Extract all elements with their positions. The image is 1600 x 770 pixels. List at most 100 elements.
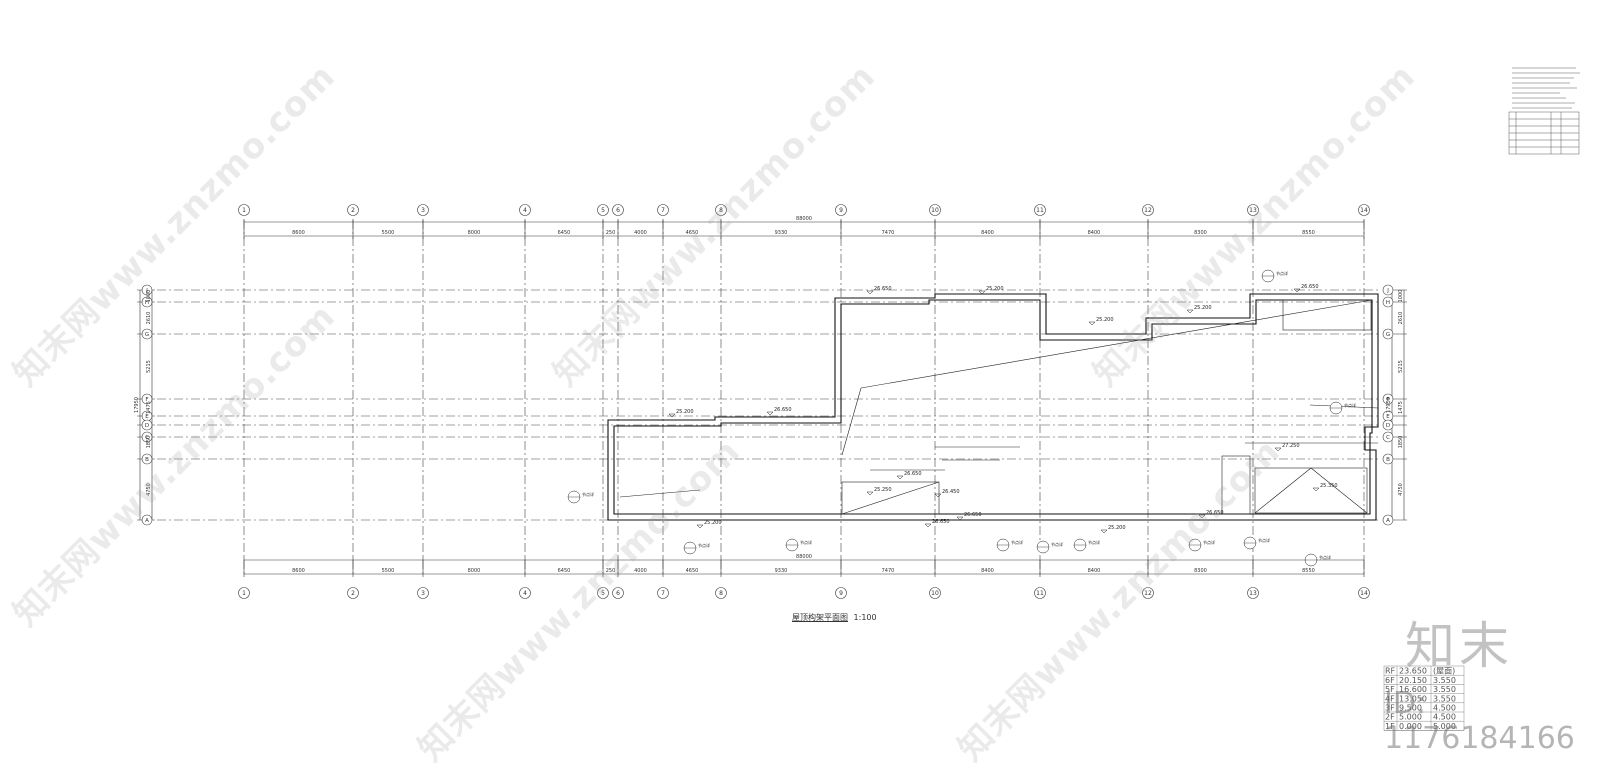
- row-axis-bubble: [1382, 514, 1394, 526]
- row-axis-label: H: [145, 300, 149, 306]
- column-axis-label: 2: [351, 207, 355, 214]
- column-axis-label: 6: [616, 207, 620, 214]
- column-spacing-label: 7470: [882, 230, 895, 236]
- row-axis-label: D: [145, 423, 149, 429]
- row-axis-bubble: [141, 284, 153, 296]
- column-axis-bubble: [519, 204, 531, 216]
- elevation-value: 26.650: [964, 512, 982, 518]
- column-spacing-label: 6450: [558, 230, 571, 236]
- column-spacing-label: 250: [606, 230, 616, 236]
- detail-callout-label: 节点详: [1344, 402, 1356, 408]
- column-axis-label: 4: [523, 590, 527, 597]
- column-spacing-label: 8400: [981, 230, 994, 236]
- row-axis-label: B: [145, 457, 149, 463]
- row-axis-bubble: [141, 296, 153, 308]
- row-spacing-label: 5215: [1398, 360, 1404, 373]
- elevation-value: 25.200: [986, 286, 1004, 292]
- floor-table-floor: 2F: [1385, 713, 1395, 722]
- elevation-triangle: [1312, 487, 1320, 492]
- column-spacing-label: 4650: [686, 230, 699, 236]
- floor-table-elevation: 0.000: [1399, 722, 1422, 731]
- image-id-label: ID: 1176184166: [1384, 686, 1575, 756]
- row-spacing-label: 2610: [1398, 312, 1404, 325]
- column-axis-label: 9: [839, 207, 843, 214]
- row-axis-label: E: [1386, 414, 1390, 420]
- row-axis-bubble: [141, 419, 153, 431]
- column-spacing-label: 5500: [382, 568, 395, 574]
- elevation-triangle: [1186, 309, 1194, 314]
- elevation-triangle: [1293, 288, 1301, 293]
- column-axis-label: 7: [661, 590, 665, 597]
- column-axis-label: 14: [1360, 590, 1368, 597]
- column-axis-label: 4: [523, 207, 527, 214]
- column-axis-label: 8: [719, 590, 723, 597]
- overall-length-label: 88000: [796, 216, 812, 222]
- row-axis-bubble: [141, 431, 153, 443]
- column-spacing-label: 5500: [382, 230, 395, 236]
- detail-callout-label: 节点详: [698, 542, 710, 548]
- row-axis-label: C: [145, 435, 149, 441]
- column-axis-bubble: [715, 204, 727, 216]
- column-axis-bubble: [835, 204, 847, 216]
- row-spacing-label: 1475: [1398, 401, 1404, 414]
- overall-width-label: 17950: [1386, 397, 1392, 413]
- column-axis-label: 6: [616, 590, 620, 597]
- row-axis-label: B: [1386, 457, 1390, 463]
- general-notes-block: [1508, 67, 1580, 155]
- detail-callout-label: 节点详: [1276, 270, 1288, 276]
- column-axis-bubble: [347, 204, 359, 216]
- column-spacing-label: 250: [606, 568, 616, 574]
- elevation-triangle: [866, 290, 874, 295]
- building-outline: [607, 293, 1379, 521]
- elevation-value: 25.200: [676, 409, 694, 415]
- column-axis-label: 14: [1360, 207, 1368, 214]
- floor-table-floor: RF: [1385, 667, 1396, 676]
- elevation-triangle: [696, 524, 704, 529]
- row-axis-label: G: [145, 332, 149, 338]
- floor-table-floor: 5F: [1385, 685, 1395, 694]
- elevation-triangle: [924, 523, 932, 528]
- elevation-value: 26.650: [1206, 510, 1224, 516]
- floor-table-elevation: 20.150: [1399, 676, 1427, 685]
- roof-slope-lines: [841, 299, 1373, 515]
- plan-scale: 1:100: [853, 613, 877, 622]
- row-axis-bubble: [1382, 431, 1394, 443]
- overall-length-label: 88000: [796, 554, 812, 560]
- detail-callout-label: 节点详: [582, 491, 594, 497]
- column-spacing-label: 8400: [1088, 230, 1101, 236]
- row-axis-bubble: [1382, 328, 1394, 340]
- column-axis-bubble: [519, 587, 531, 599]
- column-axis-bubble: [612, 587, 624, 599]
- elevation-value: 25.200: [1108, 525, 1126, 531]
- column-axis-bubble: [417, 587, 429, 599]
- elevation-value: 26.650: [904, 471, 922, 477]
- column-axis-bubble: [597, 204, 609, 216]
- annotation-leaders: [619, 404, 1379, 498]
- floor-table-height: 4.500: [1433, 713, 1456, 722]
- row-axis-label: F: [1386, 397, 1389, 403]
- column-axis-bubble: [835, 587, 847, 599]
- elevation-triangle: [766, 411, 774, 416]
- column-axis-label: 9: [839, 590, 843, 597]
- row-axis-label: J: [1386, 288, 1389, 294]
- elevation-value: 25.350: [1320, 483, 1338, 489]
- row-axis-bubble: [1382, 284, 1394, 296]
- elevation-triangle: [978, 290, 986, 295]
- column-axis-label: 1: [242, 590, 246, 597]
- column-spacing-label: 8600: [292, 568, 305, 574]
- row-axis-bubble: [1382, 419, 1394, 431]
- floor-table-height: 4.500: [1433, 704, 1456, 713]
- column-axis-bubble: [612, 204, 624, 216]
- column-axis-label: 1: [242, 207, 246, 214]
- column-axis-label: 5: [601, 207, 605, 214]
- row-axis-label: F: [145, 397, 148, 403]
- column-axis-bubble: [238, 204, 250, 216]
- elevation-triangle: [668, 413, 676, 418]
- row-axis-bubble: [141, 393, 153, 405]
- column-spacing-label: 4000: [634, 568, 647, 574]
- floor-table-elevation: 13.050: [1399, 694, 1427, 703]
- column-spacing-label: 8300: [1194, 230, 1207, 236]
- row-spacing-label: 1000: [146, 290, 152, 303]
